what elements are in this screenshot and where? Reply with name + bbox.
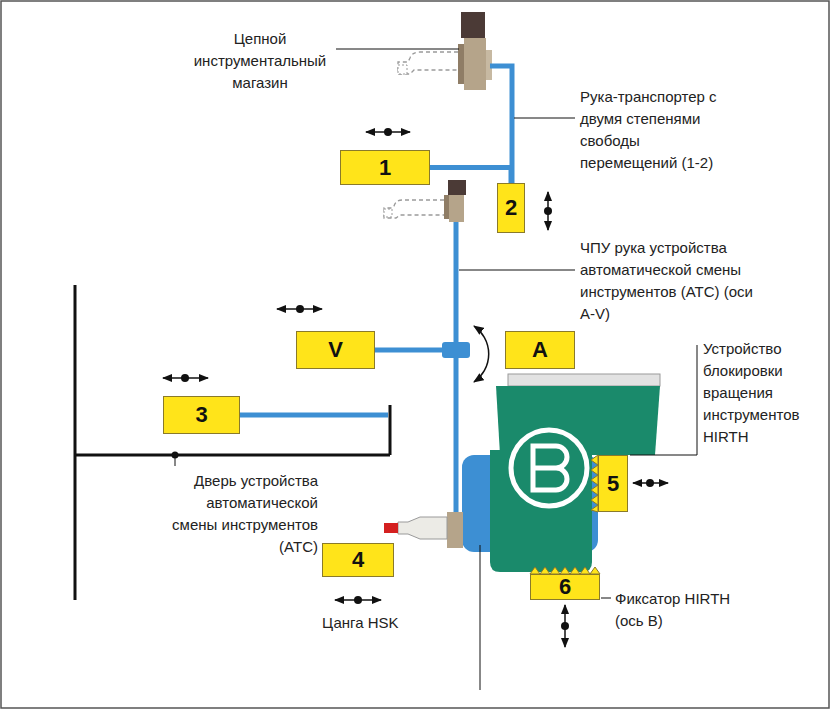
hsk-collet: [447, 512, 463, 548]
leader-line: [480, 545, 481, 690]
tool-holder: [398, 517, 447, 539]
leader-line: [459, 270, 575, 271]
callout-box: 5: [598, 455, 628, 512]
callout-box: 3: [163, 396, 240, 434]
tool-outline: [398, 52, 458, 74]
part-label: ЧПУ рука устройства автоматической смены…: [580, 237, 758, 325]
callout-number: 1: [379, 157, 391, 179]
hirth-teeth: [530, 567, 600, 574]
magazine-block: [461, 12, 485, 38]
part-label: Устройство блокировки вращения инструмен…: [703, 338, 823, 448]
holder-body: [464, 38, 486, 90]
callout-box: 4: [322, 543, 394, 577]
callout-box: 1: [340, 150, 430, 185]
logo-mark: [533, 446, 567, 490]
callout-number: 4: [352, 549, 364, 571]
arm-link: [430, 168, 511, 184]
tool-tip: [384, 523, 398, 533]
leader-line: [514, 118, 575, 119]
part-label: Рука-транспортер с двумя степенями свобо…: [580, 86, 730, 174]
callout-number: V: [328, 339, 343, 361]
hirth-teeth: [591, 455, 598, 512]
motion-dot: [354, 596, 362, 604]
part-label: Цанга HSK: [322, 612, 442, 634]
logo-ring: [511, 430, 587, 506]
atc-arm: [454, 222, 459, 518]
motion-dot: [384, 128, 392, 136]
motion-dot: [296, 305, 304, 313]
head-top-plate: [508, 374, 660, 386]
part-label: Дверь устройства автоматической смены ин…: [158, 470, 318, 558]
callout-number: 3: [195, 404, 207, 426]
callout-number: 5: [607, 473, 619, 495]
callout-box: 2: [497, 183, 525, 233]
callout-box: V: [296, 331, 375, 369]
callout-number: 6: [559, 576, 571, 598]
callout-box: 6: [530, 574, 600, 600]
gripper-block: [448, 180, 466, 195]
tool-outline: [384, 200, 444, 218]
leader-line: [601, 598, 611, 599]
door-actuator-rod: [240, 413, 388, 418]
leader-line: [175, 455, 176, 466]
callout-number: 2: [505, 197, 517, 219]
tool-tip-outline: [398, 65, 407, 74]
motion-dot: [646, 479, 654, 487]
rotation-arrow: [474, 326, 489, 382]
motion-dot: [181, 374, 189, 382]
callout-box: A: [505, 331, 575, 369]
part-label: Фиксатор HIRTH (ось B): [615, 588, 735, 632]
leader-line: [630, 345, 697, 455]
motion-dot: [561, 622, 569, 630]
gripper-body: [449, 195, 464, 222]
arm-joint: [442, 342, 470, 358]
part-label: Цепной инструментальный магазин: [185, 28, 335, 94]
leader-line: [336, 49, 459, 50]
callout-number: A: [532, 339, 548, 361]
tool-tip-outline: [384, 209, 392, 217]
motion-dot: [544, 207, 552, 215]
